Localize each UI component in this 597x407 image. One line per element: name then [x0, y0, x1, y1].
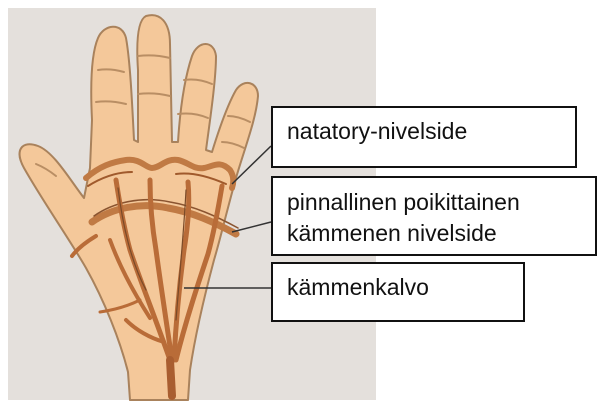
label-pinnallinen-line2: kämmenen nivelside [287, 218, 581, 249]
label-palmar-aponeurosis: kämmenkalvo [271, 262, 525, 322]
label-kammenkalvo-text: kämmenkalvo [287, 272, 509, 302]
label-natatory-ligament: natatory-nivelside [271, 106, 577, 168]
label-transverse-palmar-ligament: pinnallinen poikittainen kämmenen nivels… [271, 176, 597, 256]
label-natatory-text: natatory-nivelside [287, 116, 561, 146]
label-pinnallinen-line1: pinnallinen poikittainen [287, 187, 581, 218]
